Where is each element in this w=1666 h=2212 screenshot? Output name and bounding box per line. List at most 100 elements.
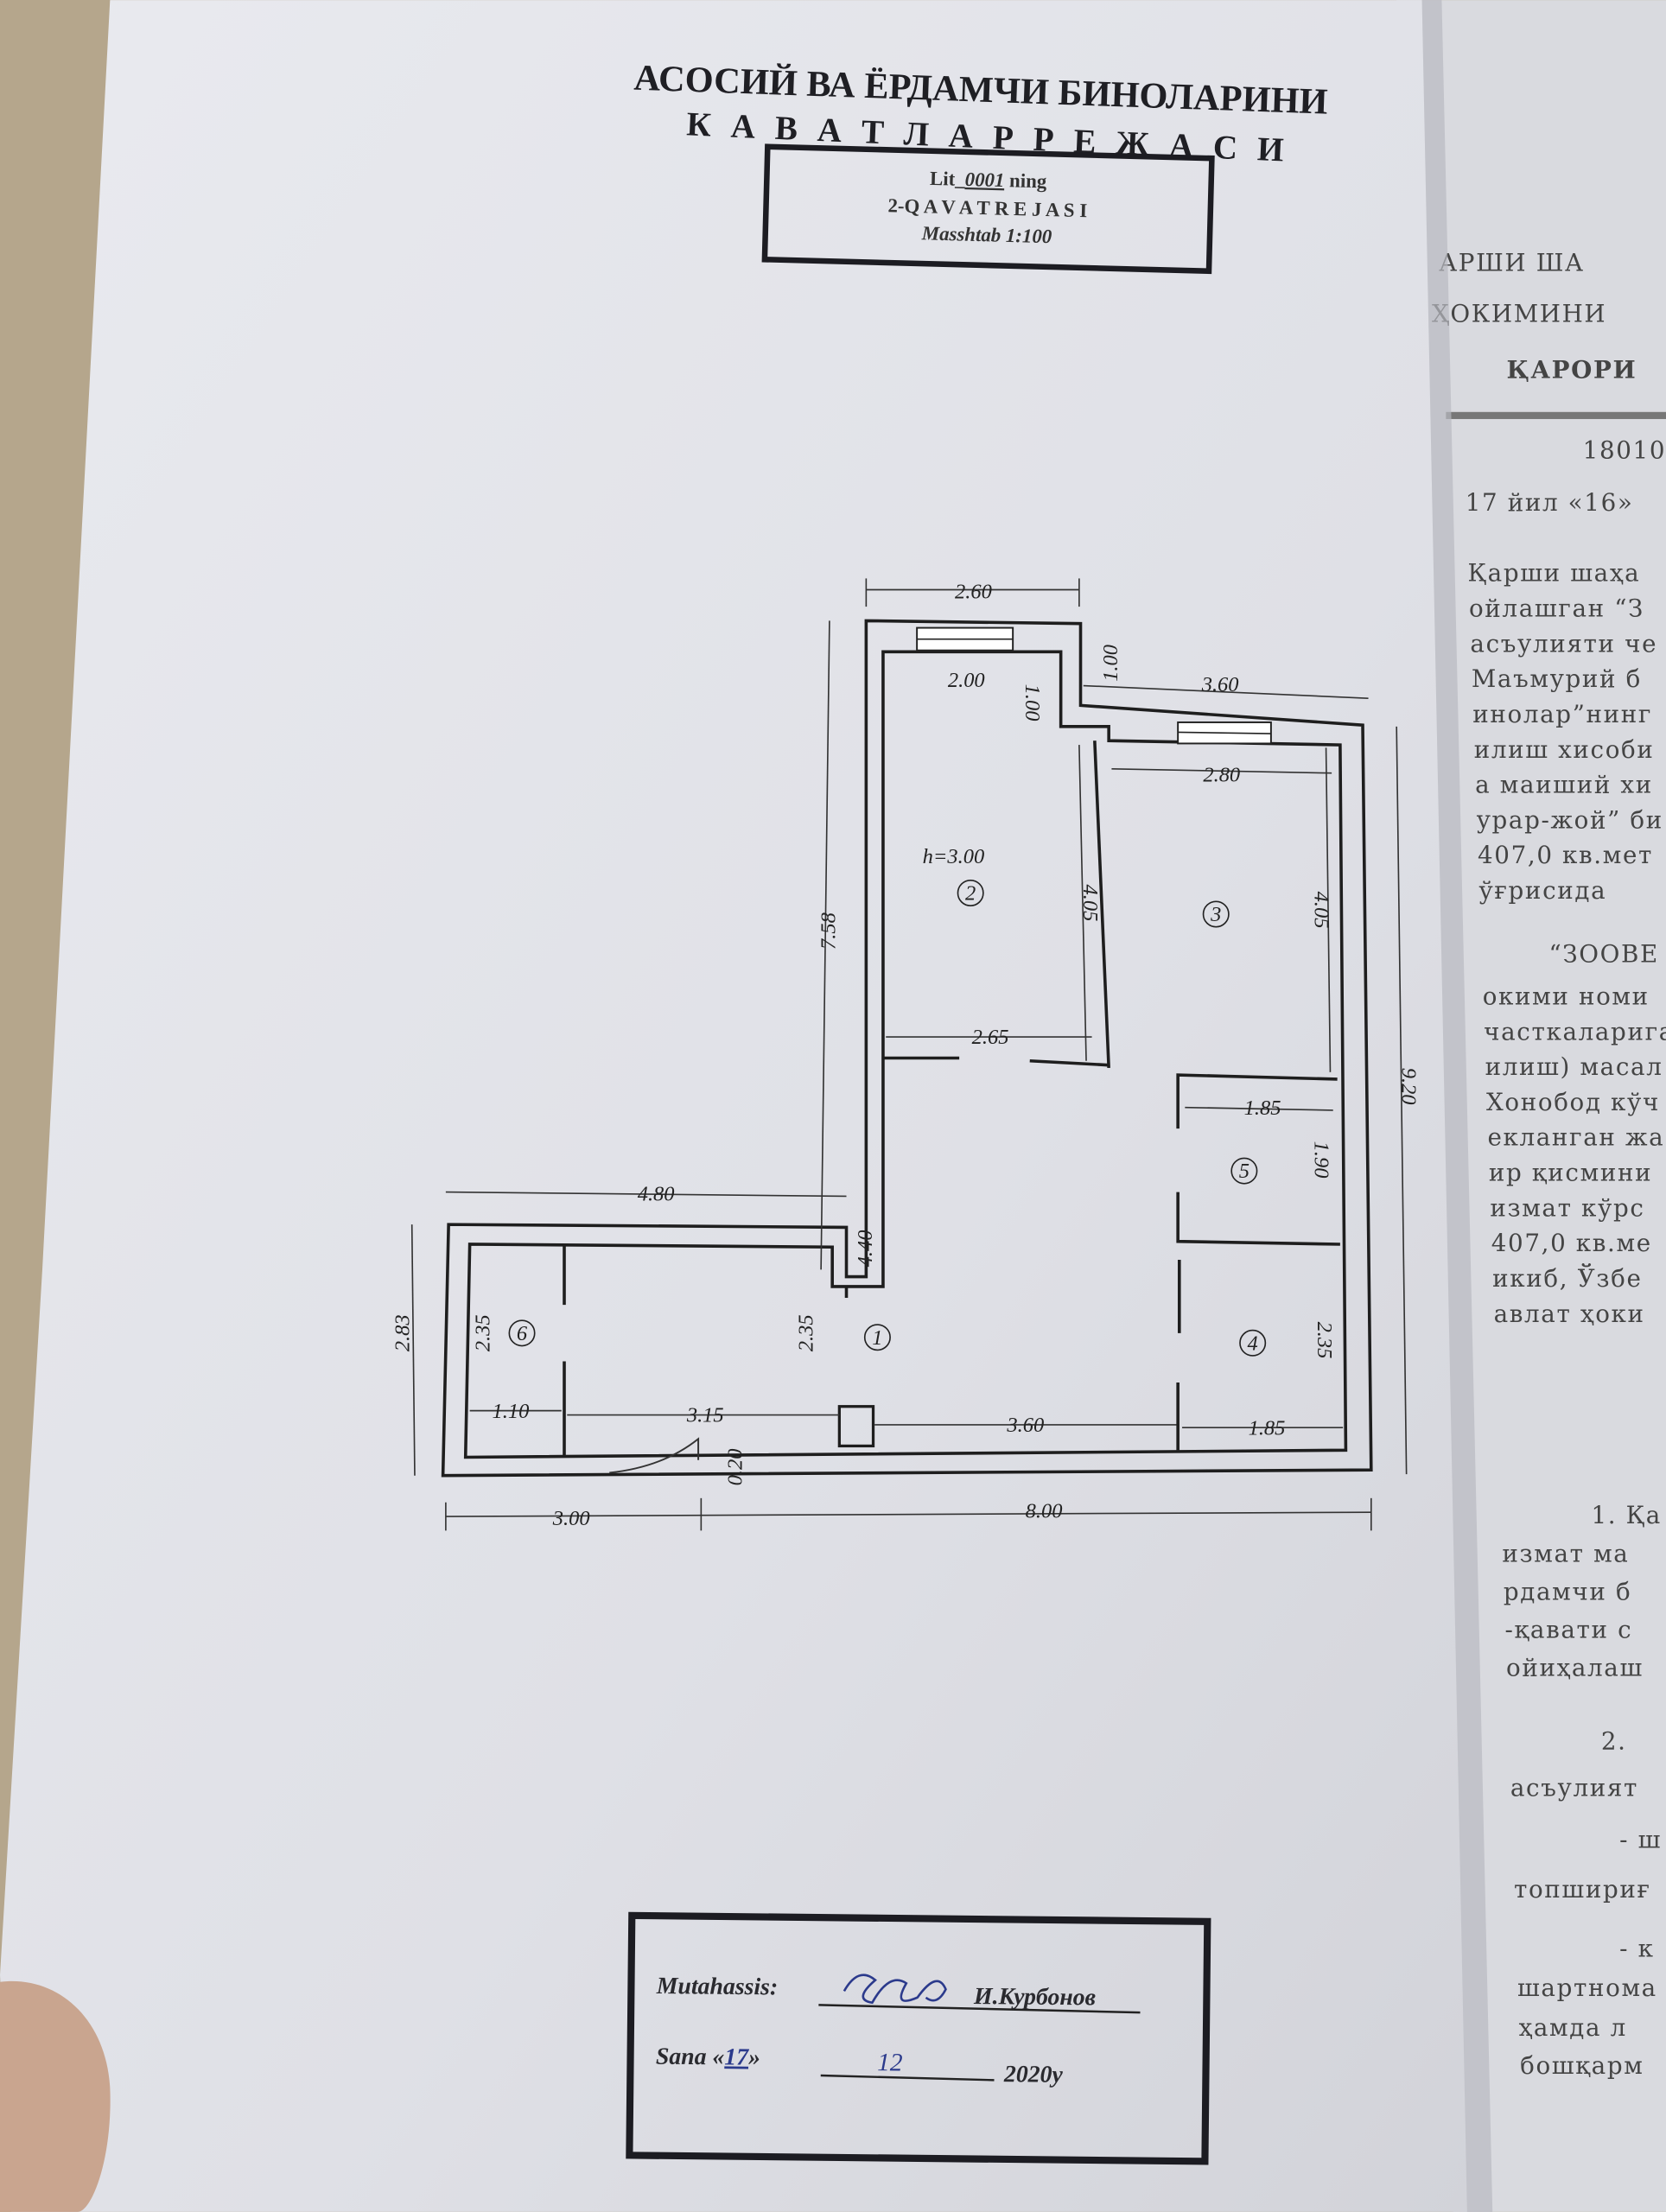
- thumb: [0, 1980, 111, 2212]
- date-day: 17: [724, 2044, 749, 2070]
- right-page-line: 2.: [1601, 1726, 1627, 1755]
- door-swing: [609, 1437, 700, 1474]
- right-page-text: АРШИ ША ҲОКИМИНИ ҚАРОРИ 180100 17 йил «16…: [1432, 249, 1666, 2080]
- dim-label: 1.90: [1310, 1141, 1333, 1179]
- room-number-2: 2: [957, 879, 984, 906]
- svg-text:4: 4: [1248, 1332, 1258, 1355]
- svg-text:Lit_0001 ning: Lit_0001 ning: [930, 168, 1047, 193]
- room-number-6: 6: [508, 1319, 536, 1347]
- dim-label: 3.60: [1006, 1414, 1044, 1437]
- right-heading-1: АРШИ ША: [1439, 249, 1584, 277]
- dim-label: 4.05: [1078, 885, 1102, 922]
- dim-label: 1.85: [1244, 1096, 1281, 1120]
- right-page-line: 407,0 кв.ме: [1491, 1229, 1652, 1257]
- lit-suffix: ning: [1009, 169, 1047, 192]
- svg-text:5: 5: [1239, 1160, 1250, 1183]
- dim-label: 2.83: [391, 1314, 414, 1351]
- right-page-line: -қавати с: [1504, 1615, 1632, 1643]
- date-year: 2020y: [1003, 2061, 1064, 2088]
- page-gutter-shadow: [1421, 0, 1493, 2212]
- room-number-5: 5: [1230, 1157, 1258, 1185]
- right-page-line: ўғрисида: [1478, 876, 1606, 905]
- dim-label: 2.35: [471, 1314, 494, 1351]
- room-number-4: 4: [1239, 1329, 1267, 1357]
- right-page-line: инолар”нинг: [1472, 700, 1652, 728]
- right-page-line: ҳамда л: [1519, 2013, 1627, 2042]
- right-page-line: а маиший хи: [1475, 771, 1653, 799]
- right-page-line: асъулияти че: [1470, 629, 1657, 658]
- right-page-line: ойиҳалаш: [1506, 1654, 1644, 1682]
- right-page-line: часткаларига: [1484, 1017, 1666, 1046]
- right-page-line: шартнома: [1517, 1974, 1657, 2002]
- right-page-line: - ш: [1619, 1826, 1662, 1854]
- dim-label: 1.85: [1249, 1416, 1286, 1440]
- right-page-line: Хонобод кўч: [1486, 1088, 1660, 1116]
- room-number-1: 1: [863, 1324, 891, 1351]
- dim-label: 4.05: [1310, 892, 1333, 929]
- right-page-line: окими номи: [1483, 982, 1650, 1010]
- right-heading-2: ҲОКИМИНИ: [1432, 299, 1606, 327]
- right-page-line: Қарши шаҳа: [1468, 559, 1641, 588]
- dim-label: 1.00: [1099, 645, 1122, 682]
- lit-prefix: Lit: [930, 168, 956, 190]
- date-month: 12: [877, 2049, 903, 2076]
- svg-text:6: 6: [517, 1322, 528, 1345]
- right-page-line: илиш хисоби: [1474, 735, 1655, 764]
- right-page-line: “ЗООВЕ: [1549, 939, 1659, 968]
- scale-label: Masshtab 1:100: [921, 222, 1053, 247]
- date-close: »: [747, 2044, 760, 2071]
- dim-label: 0.20: [724, 1449, 747, 1486]
- right-page-line: 17 йил «16»: [1466, 488, 1634, 517]
- floor-label: 2-Q A V A T R E J A S I: [887, 194, 1087, 221]
- window: [916, 626, 1014, 652]
- dim-label: 2.60: [955, 580, 992, 603]
- dim-label: 2.35: [1313, 1322, 1336, 1359]
- svg-text:2: 2: [965, 882, 976, 906]
- lit-number: 0001: [964, 168, 1004, 191]
- right-page-line: урар-жой” би: [1477, 805, 1663, 834]
- right-page-line: 180100: [1583, 436, 1666, 465]
- dim-label: 2.65: [972, 1026, 1009, 1049]
- signature: [843, 1974, 947, 2005]
- right-page-line: измат ма: [1502, 1539, 1629, 1567]
- window: [1177, 721, 1272, 745]
- right-page-line: измат кўрс: [1490, 1193, 1644, 1222]
- specialist-label: Mutahassis:: [656, 1973, 779, 2000]
- right-page-line: Маъмурий б: [1472, 664, 1642, 693]
- right-page-line: рдамчи б: [1504, 1577, 1631, 1605]
- right-page-line: ойлашган “З: [1469, 594, 1644, 623]
- right-page-line: илиш) масал: [1485, 1052, 1663, 1081]
- dim-label: 4.80: [638, 1182, 675, 1205]
- dim-label: 9.20: [1397, 1068, 1421, 1105]
- dim-label: 2.35: [794, 1314, 817, 1351]
- right-page-line: авлат ҳоки: [1494, 1300, 1645, 1328]
- right-page-line: ир қисмини: [1489, 1159, 1652, 1187]
- heading-rule: [1446, 411, 1666, 419]
- date-label: Sana «: [656, 2044, 725, 2071]
- right-page-line: - к: [1619, 1934, 1654, 1962]
- floor-plan: h=3.00 2.60 2.00 1.00 1.00 3.60 2.80 7.5…: [391, 578, 1421, 1531]
- right-page-line: 1. Қа: [1591, 1501, 1661, 1529]
- dim-label: 3.00: [552, 1507, 590, 1530]
- svg-text:Sana «17»: Sana «17»: [656, 2044, 760, 2071]
- right-page-line: 407,0 кв.мет: [1478, 841, 1653, 869]
- right-page-line: икиб, Ўзбе: [1492, 1262, 1642, 1293]
- right-heading-3: ҚАРОРИ: [1507, 356, 1637, 385]
- dim-label: 1.00: [1021, 684, 1044, 721]
- right-page-line: асъулият: [1510, 1773, 1638, 1802]
- dim-label: 7.58: [817, 912, 840, 950]
- signature-block: Mutahassis: И.Курбонов Sana «17» 12 2020…: [626, 1911, 1211, 2165]
- svg-text:1: 1: [872, 1326, 882, 1350]
- ceiling-height-label: h=3.00: [923, 845, 985, 868]
- right-page-line: екланган жа: [1487, 1123, 1664, 1152]
- right-page-line: бошқарм: [1520, 2051, 1644, 2080]
- right-page-line: топшириғ: [1514, 1875, 1651, 1904]
- dim-label: 3.60: [1201, 673, 1239, 696]
- dim-label: 8.00: [1026, 1500, 1063, 1523]
- svg-text:3: 3: [1210, 903, 1221, 926]
- room-number-3: 3: [1202, 900, 1230, 928]
- dim-label: 1.10: [493, 1400, 530, 1423]
- main-page: [0, 0, 1467, 2212]
- dim-label: 4.40: [854, 1230, 877, 1267]
